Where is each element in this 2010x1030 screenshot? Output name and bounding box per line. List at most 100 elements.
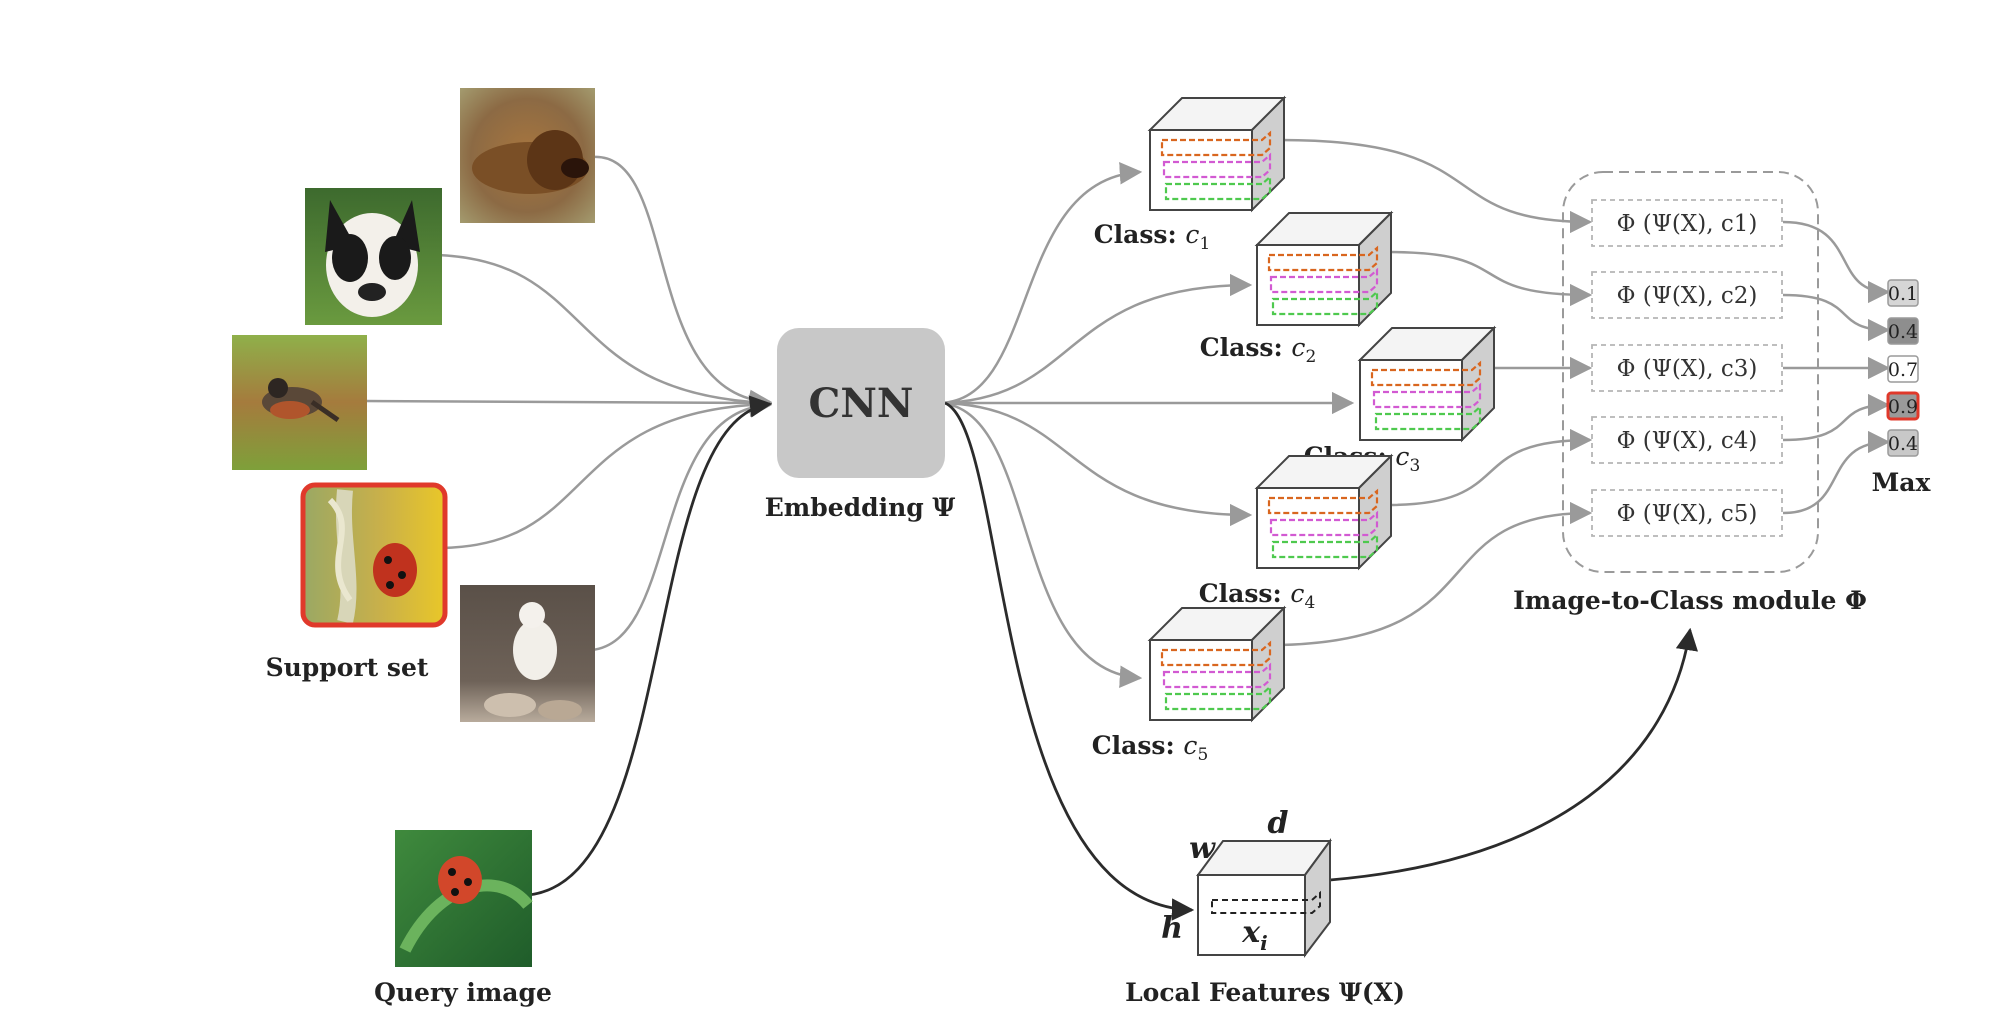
- module-row-box: [1591, 489, 1783, 537]
- cnn-to-class-arrows: [939, 162, 1355, 688]
- class-name: c: [1185, 220, 1199, 249]
- class-cube-1: [1147, 95, 1287, 213]
- module-row-text: Φ (Ψ(X), c2): [1617, 283, 1758, 309]
- class-name: c: [1183, 731, 1197, 760]
- class-name: c: [1290, 579, 1304, 608]
- score-value: 0.7: [1888, 359, 1918, 381]
- score-box-1: 0.1: [1887, 279, 1919, 307]
- feature-band-green: [1164, 174, 1272, 201]
- arrow-robin-to-cnn: [364, 391, 773, 415]
- arrow-local-features-to-module: [1329, 627, 1698, 882]
- support-image-bulldog: [305, 188, 442, 325]
- arrow-cnn-to-local-features: [944, 401, 1195, 921]
- arrow-row2-to-score2: [1782, 293, 1891, 342]
- feature-band-green: [1271, 289, 1379, 316]
- module-row-text: Φ (Ψ(X), c4): [1617, 428, 1758, 454]
- class-cube-5: [1147, 605, 1287, 723]
- score-box-rect: [1887, 279, 1919, 307]
- score-value: 0.4: [1888, 433, 1918, 455]
- support-to-cnn-arrows: [364, 155, 773, 652]
- module-row-1: Φ (Ψ(X), c1): [1591, 199, 1783, 247]
- arrow-row5-to-score5: [1782, 430, 1891, 515]
- score-value: 0.9: [1888, 396, 1918, 418]
- feature-band-green: [1164, 684, 1272, 711]
- arrow-cnn-to-c1: [939, 162, 1143, 405]
- support-image-robin: [232, 335, 367, 470]
- arrow-query-to-cnn: [527, 395, 773, 897]
- score-box-4: 0.9: [1886, 391, 1920, 421]
- class-subscript: 4: [1304, 593, 1315, 613]
- class-label-5: Class: c5: [1092, 731, 1209, 765]
- dim-h-label: h: [1161, 911, 1183, 946]
- class-subscript: 2: [1305, 347, 1316, 367]
- class-cube-2: [1254, 210, 1394, 328]
- module-label: Image-to-Class module Φ: [1513, 586, 1867, 615]
- arrow-dog-to-cnn: [437, 253, 773, 414]
- class-to-module-arrows: [1279, 138, 1593, 647]
- cnn-block: CNN: [777, 328, 945, 478]
- class-cube-4: [1254, 453, 1394, 571]
- feature-band-orange: [1267, 488, 1379, 515]
- arrow-c2-to-row2: [1387, 250, 1593, 307]
- class-subscript: 5: [1197, 745, 1208, 765]
- support-image-ladybug-highlighted: [300, 482, 448, 628]
- module-row-box: [1591, 416, 1783, 464]
- support-set-label: Support set: [266, 653, 429, 682]
- arrow-lion-to-cnn: [591, 155, 773, 413]
- score-boxes: 0.1 0.4 0.7 0.9 0.4: [1886, 279, 1920, 457]
- class-label-1: Class: c1: [1094, 220, 1211, 254]
- score-box-rect: [1886, 391, 1920, 421]
- feature-band-green: [1374, 404, 1482, 431]
- class-prefix: Class:: [1199, 579, 1291, 608]
- class-prefix: Class:: [1200, 333, 1292, 362]
- support-image-white-cat: [460, 585, 595, 722]
- image-to-class-module-frame: [1562, 171, 1819, 573]
- class-prefix: Class:: [1092, 731, 1184, 760]
- score-box-2: 0.4: [1887, 317, 1919, 345]
- score-box-rect: [1887, 429, 1919, 457]
- arrow-cnn-to-c5: [939, 401, 1143, 688]
- class-label-4: Class: c4: [1199, 579, 1316, 613]
- arrow-cnn-to-c4: [939, 401, 1253, 527]
- cnn-label: CNN: [809, 380, 914, 427]
- feature-band-orange: [1267, 245, 1379, 272]
- module-row-3: Φ (Ψ(X), c3): [1591, 344, 1783, 392]
- module-row-box: [1591, 344, 1783, 392]
- module-to-score-arrows: [1782, 220, 1891, 515]
- arrow-row4-to-score4: [1782, 393, 1891, 442]
- arrow-cnn-to-c2: [939, 273, 1253, 405]
- arrow-cat-to-cnn: [591, 394, 773, 652]
- arrow-row1-to-score1: [1782, 220, 1891, 304]
- module-row-text: Φ (Ψ(X), c1): [1617, 211, 1758, 237]
- local-feature-xi: xi: [1241, 915, 1268, 955]
- arrow-c1-to-row1: [1279, 138, 1593, 234]
- feature-band-green: [1271, 532, 1379, 559]
- module-row-box: [1591, 199, 1783, 247]
- score-box-rect: [1887, 317, 1919, 345]
- embedding-label: Embedding Ψ: [765, 493, 956, 522]
- score-value: 0.1: [1888, 283, 1918, 305]
- arrow-c5-to-row5: [1279, 501, 1593, 647]
- class-name: c: [1395, 442, 1409, 471]
- module-row-4: Φ (Ψ(X), c4): [1591, 416, 1783, 464]
- arrow-ladybug-to-cnn: [441, 393, 773, 550]
- module-row-text: Φ (Ψ(X), c3): [1617, 356, 1758, 382]
- class-subscript: 1: [1199, 234, 1210, 254]
- score-box-5: 0.4: [1887, 429, 1919, 457]
- query-image-ladybug: [395, 830, 533, 967]
- arrow-c4-to-row4: [1387, 428, 1593, 507]
- score-box-3: 0.7: [1887, 355, 1919, 383]
- module-row-text: Φ (Ψ(X), c5): [1617, 501, 1758, 527]
- xi-sub: i: [1260, 931, 1268, 955]
- module-row-box: [1591, 271, 1783, 319]
- dim-w-label: w: [1189, 831, 1216, 866]
- class-label-2: Class: c2: [1200, 333, 1317, 367]
- query-image-label: Query image: [374, 978, 552, 1007]
- class-cube-3: [1357, 325, 1497, 443]
- support-image-lion: [460, 88, 595, 223]
- max-label: Max: [1872, 468, 1932, 497]
- score-box-rect: [1887, 355, 1919, 383]
- feature-band-orange: [1160, 640, 1272, 667]
